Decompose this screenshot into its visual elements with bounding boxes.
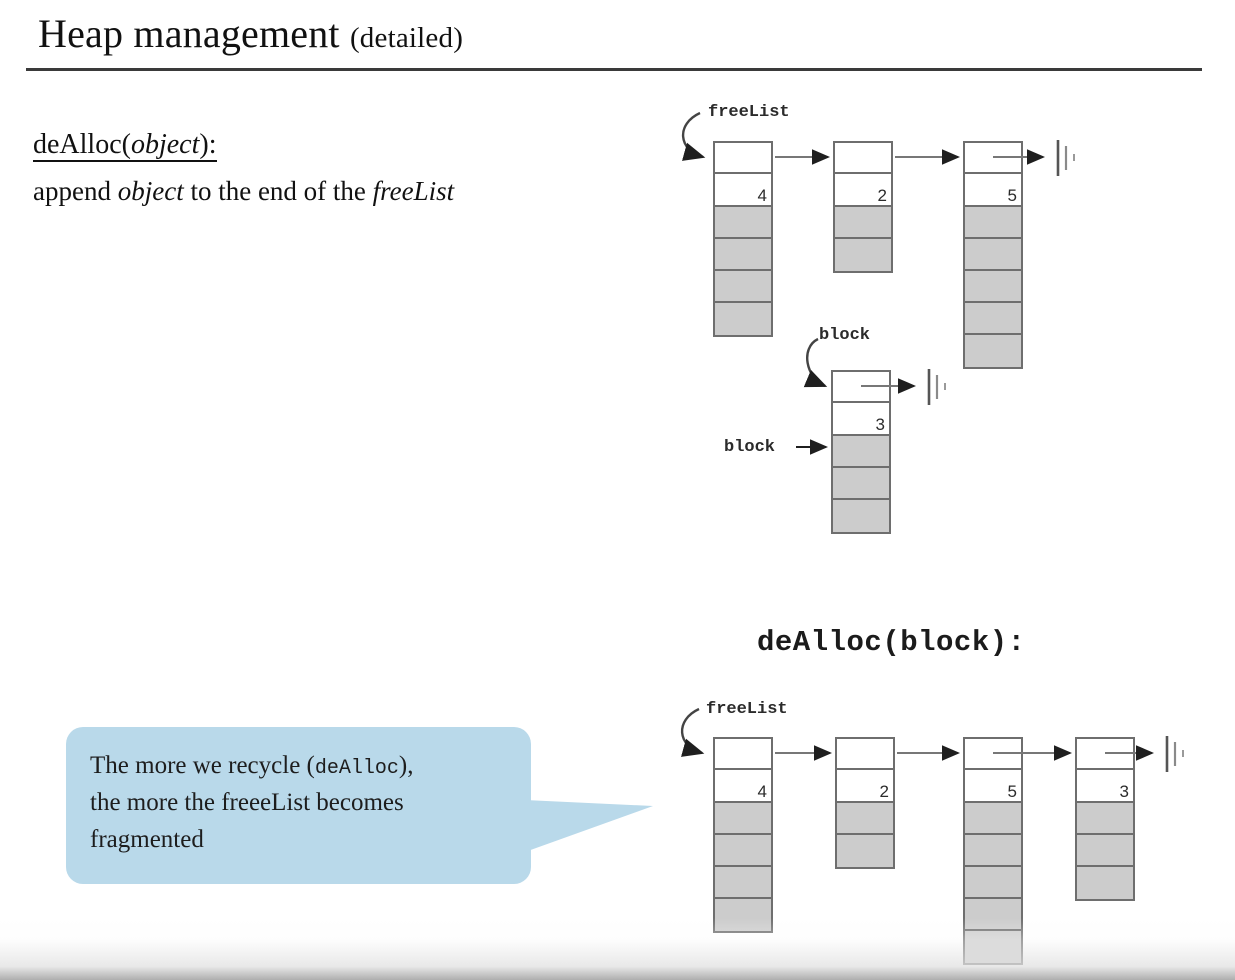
block-pointer-arrow-curved [803, 337, 828, 388]
heap-block: 2 [835, 737, 895, 869]
block-data-cell [835, 207, 891, 239]
block-pointer-cell [835, 143, 891, 174]
block-data-cell [715, 303, 771, 335]
block-data-cell [1077, 803, 1133, 835]
callout-bubble: The more we recycle (deAlloc), the more … [66, 727, 531, 884]
block-data-cell [965, 931, 1021, 963]
block-data-cell [965, 867, 1021, 899]
block-pointer-cell [837, 739, 893, 770]
block-label-curved: block [819, 326, 871, 345]
heap-block: 4 [713, 737, 773, 933]
dealloc-body-object: object [117, 176, 184, 206]
block-size-cell: 5 [965, 174, 1021, 207]
block-data-cell [715, 207, 771, 239]
callout-line3: fragmented [90, 826, 204, 853]
block-data-cell [837, 803, 893, 835]
page-title-main: Heap management [38, 11, 340, 56]
block-data-cell [833, 500, 889, 532]
page-title-sub: (detailed) [349, 22, 464, 54]
block-pointer-cell [1077, 739, 1133, 770]
callout-line2: the more the freeeList becomes [90, 789, 404, 816]
freelist-pointer-arrow-top [681, 111, 706, 161]
block-size-cell: 3 [833, 403, 889, 436]
block-data-cell [965, 899, 1021, 931]
callout-text: The more we recycle (deAlloc), the more … [90, 747, 515, 858]
block-data-cell [965, 335, 1021, 367]
dealloc-description: append object to the end of the freeList [33, 176, 454, 207]
block-data-cell [965, 271, 1021, 303]
block-data-cell [833, 468, 889, 500]
callout-line1-a: The more we recycle ( [90, 752, 315, 779]
block-data-cell [835, 239, 891, 271]
dealloc-block-heading: deAlloc(block): [757, 626, 1026, 659]
block-size-cell: 4 [715, 770, 771, 803]
block-data-cell [965, 835, 1021, 867]
heap-block: 5 [963, 141, 1023, 369]
dealloc-body-freelist: freeList [372, 176, 455, 206]
block-size-cell: 3 [1077, 770, 1133, 803]
null-ground-symbol-top [1056, 140, 1075, 176]
block-data-cell [715, 803, 771, 835]
block-data-cell [965, 207, 1021, 239]
block-data-cell [965, 303, 1021, 335]
block-data-cell [837, 835, 893, 867]
block-data-cell [965, 803, 1021, 835]
block-pointer-cell [715, 739, 771, 770]
block-pointer-cell [965, 143, 1021, 174]
block-data-cell [965, 239, 1021, 271]
block-data-cell [715, 835, 771, 867]
block-size-cell: 2 [835, 174, 891, 207]
block-pointer-cell [965, 739, 1021, 770]
dealloc-signature-prefix: deAlloc( [33, 129, 131, 160]
callout-line1-b: ), [398, 752, 414, 779]
dealloc-signature-arg: object [130, 129, 200, 160]
dealloc-body-part2: to the end of the [183, 176, 373, 206]
callout-tail [525, 800, 653, 852]
block-label-straight: block [724, 438, 776, 457]
heap-block: 3 [831, 370, 891, 534]
null-ground-symbol-bottom [1165, 736, 1184, 772]
block-data-cell [1077, 867, 1133, 899]
heap-block: 3 [1075, 737, 1135, 901]
block-data-cell [833, 436, 889, 468]
dealloc-signature-suffix: ): [199, 129, 217, 160]
title-divider [26, 68, 1202, 71]
block-size-cell: 2 [837, 770, 893, 803]
block-pointer-cell [715, 143, 771, 174]
block-data-cell [715, 239, 771, 271]
block-pointer-cell [833, 372, 889, 403]
dealloc-body-part1: append [33, 176, 118, 206]
block-size-cell: 5 [965, 770, 1021, 803]
block-size-cell: 4 [715, 174, 771, 207]
block-data-cell [1077, 835, 1133, 867]
callout-line1-mono: deAlloc [314, 757, 399, 780]
freelist-label-bottom: freeList [706, 700, 788, 719]
freelist-label-top: freeList [708, 103, 790, 122]
block-data-cell [715, 899, 771, 931]
page-title: Heap management (detailed) [38, 10, 463, 57]
null-ground-symbol-middle [927, 369, 946, 405]
dealloc-signature: deAlloc(object): [33, 129, 217, 163]
heap-block: 4 [713, 141, 773, 337]
heap-block: 2 [833, 141, 893, 273]
freelist-pointer-arrow-bottom [680, 707, 705, 757]
block-data-cell [715, 271, 771, 303]
player-bottom-fade [0, 918, 1235, 980]
block-data-cell [715, 867, 771, 899]
heap-block: 5 [963, 737, 1023, 965]
